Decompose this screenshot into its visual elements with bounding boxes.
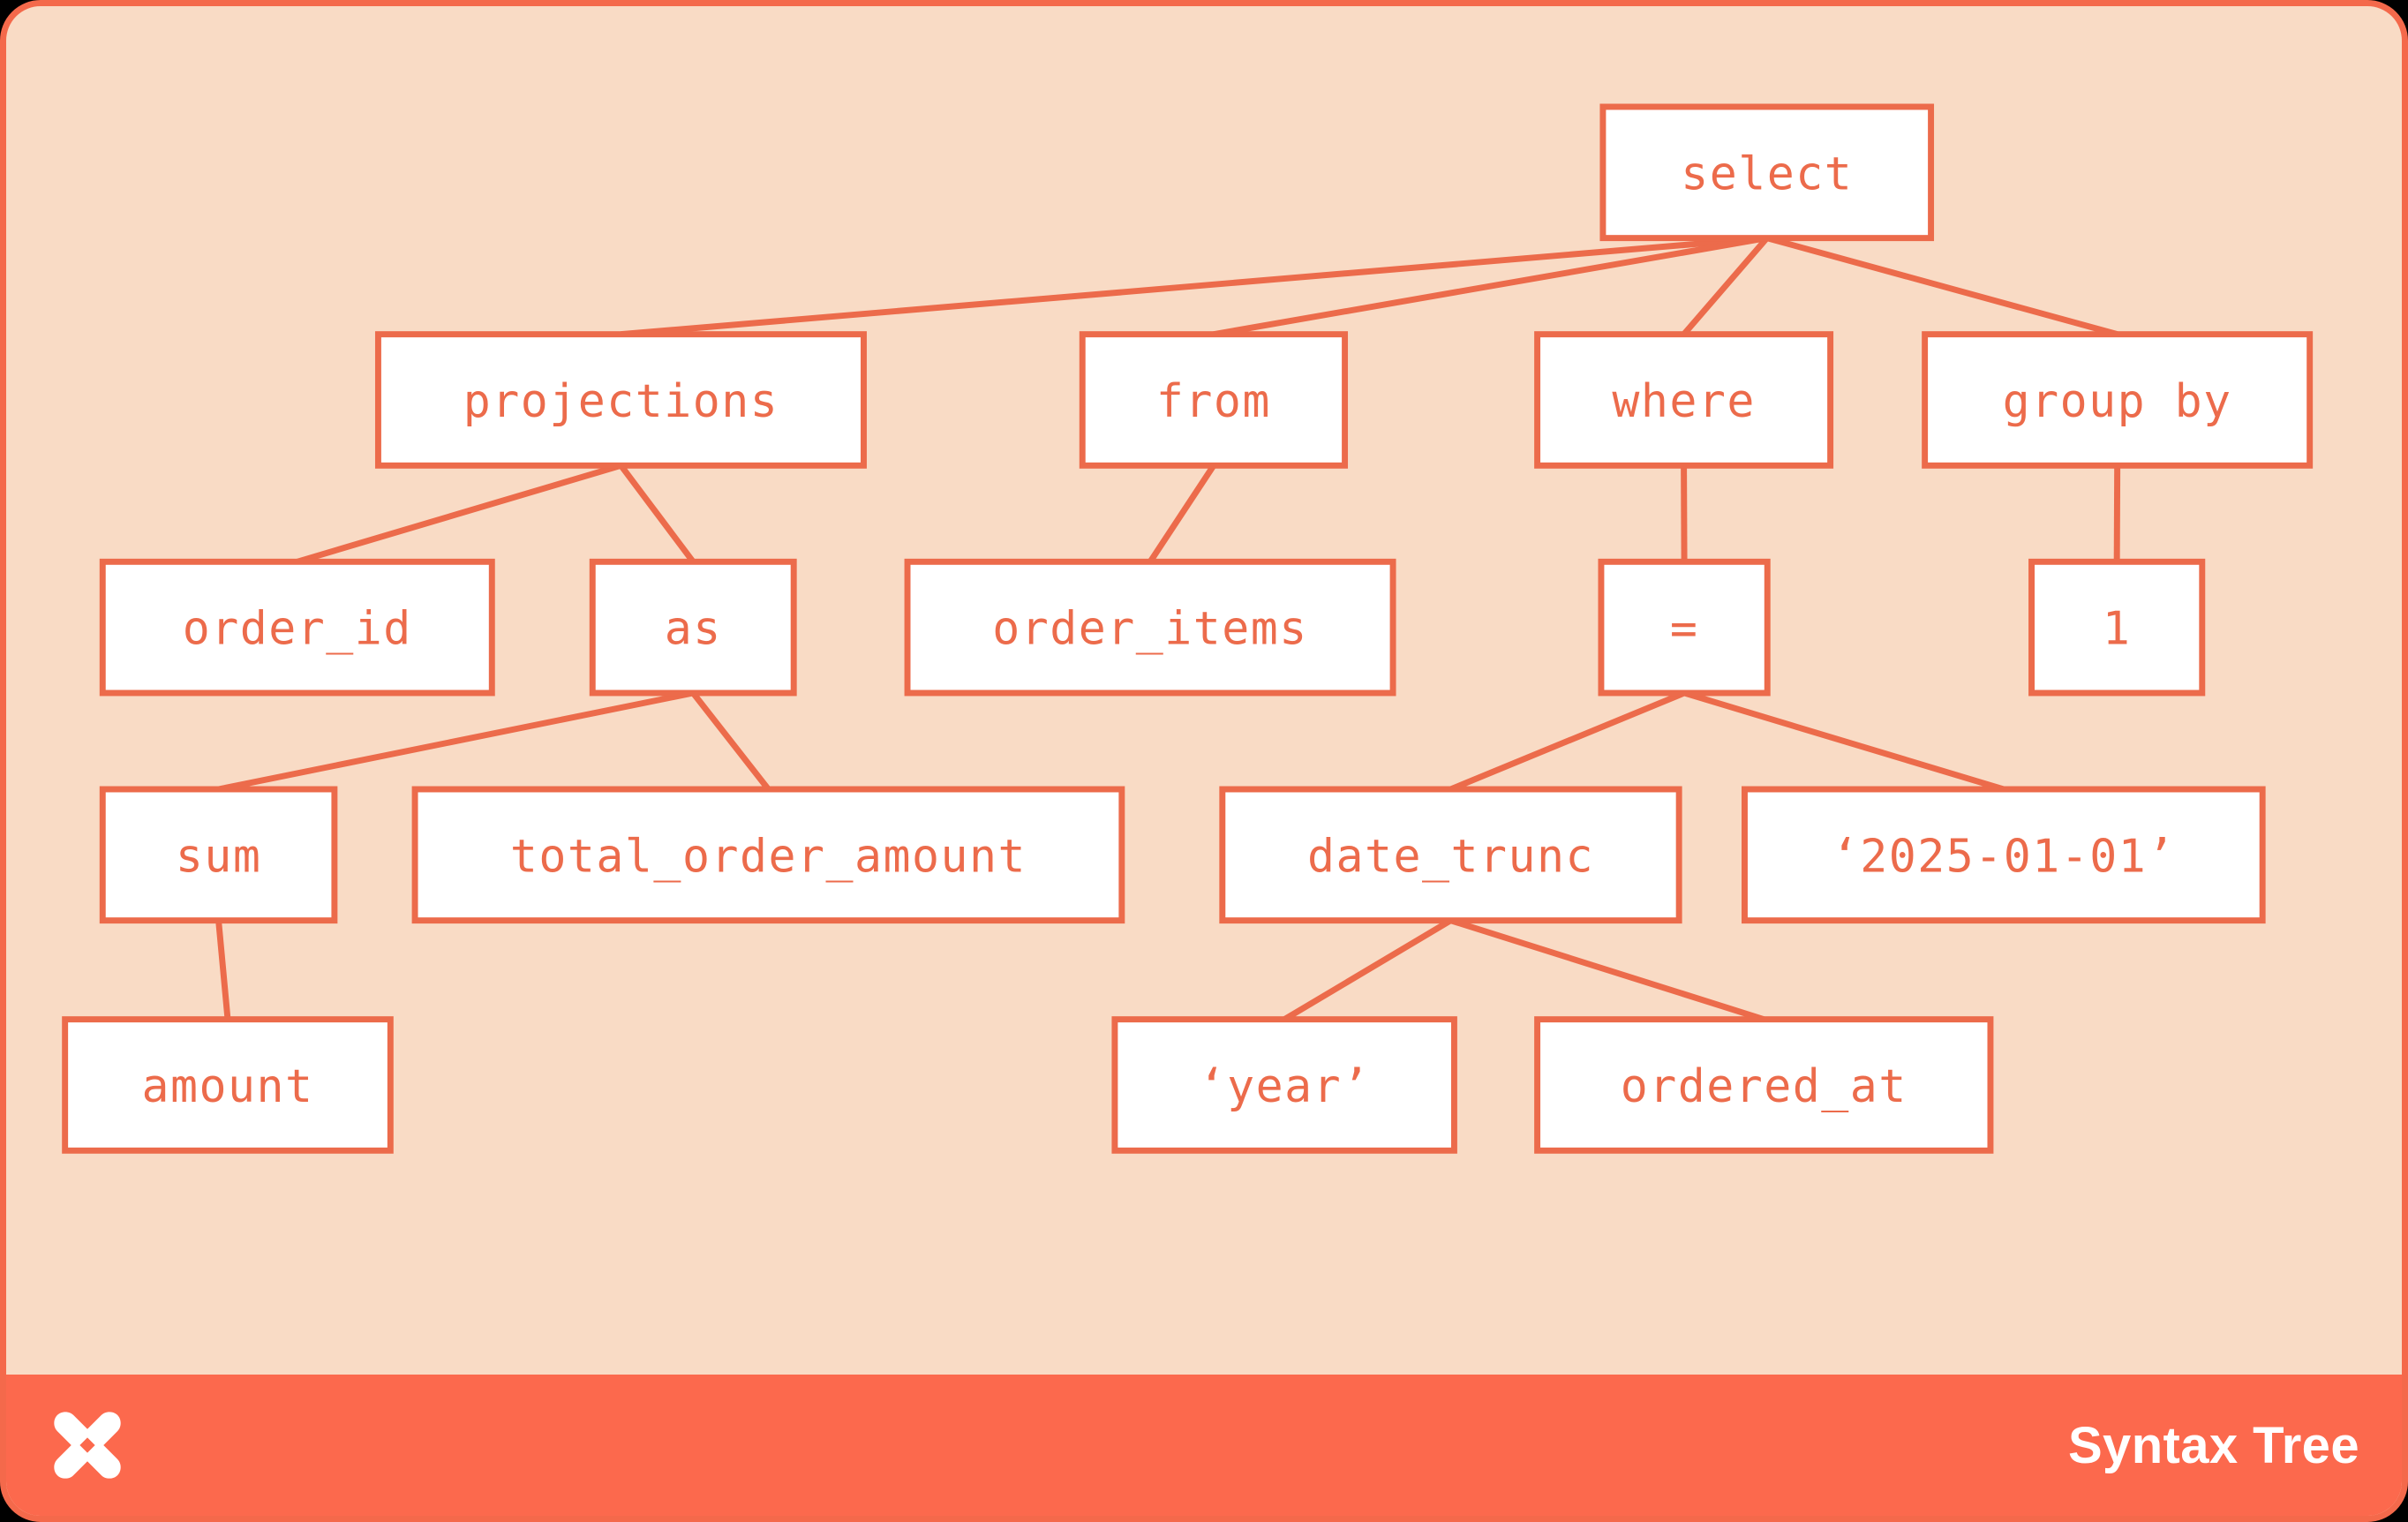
tree-node-label: order_items	[992, 603, 1308, 656]
tree-node-order_id[interactable]: order_id	[99, 558, 495, 697]
tree-node-box	[904, 558, 1396, 697]
tree-node-from[interactable]: from	[1079, 331, 1349, 469]
tree-node-date_literal[interactable]: ‘2025-01-01’	[1741, 786, 2266, 924]
tree-node-projections[interactable]: projections	[374, 331, 867, 469]
footer-bar: Syntax Tree	[6, 1375, 2402, 1516]
tree-node-label: select	[1681, 147, 1853, 200]
x-star-logo-icon	[45, 1403, 130, 1488]
tree-edge	[1765, 235, 2118, 337]
tree-node-box	[1534, 1016, 1994, 1154]
tree-edge	[621, 235, 1768, 338]
footer-title: Syntax Tree	[2067, 1416, 2359, 1474]
tree-node-order_items[interactable]: order_items	[904, 558, 1396, 697]
tree-node-label: ‘year’	[1199, 1060, 1371, 1113]
tree-edge	[1681, 236, 1770, 336]
tree-node-date_trunc[interactable]: date_trunc	[1219, 786, 1682, 924]
tree-node-amount[interactable]: amount	[62, 1016, 394, 1154]
tree-edge	[1449, 917, 1765, 1022]
tree-nodes-layer: select projections from where group by order_…	[62, 103, 2314, 1154]
tree-node-box	[1534, 331, 1834, 469]
tree-node-box	[1599, 103, 1935, 242]
tree-node-sum[interactable]: sum	[99, 786, 338, 924]
tree-node-one[interactable]: 1	[2028, 558, 2206, 697]
tree-node-ordered_at[interactable]: ordered_at	[1534, 1016, 1994, 1154]
tree-node-label: total_order_amount	[510, 830, 1027, 883]
tree-node-year_literal[interactable]: ‘year’	[1111, 1016, 1457, 1154]
tree-node-box	[99, 558, 495, 697]
syntax-tree-svg: select projections from where group by order_…	[62, 103, 2314, 1154]
tree-node-label: as	[665, 603, 722, 656]
tree-node-label: ordered_at	[1621, 1060, 1908, 1113]
tree-node-label: order_id	[183, 603, 412, 656]
tree-node-box	[1922, 331, 2314, 469]
tree-node-label: where	[1612, 375, 1756, 428]
tree-node-box	[1111, 1016, 1457, 1154]
tree-edge	[690, 690, 771, 792]
tree-node-group_by[interactable]: group by	[1922, 331, 2314, 469]
tree-node-box	[1219, 786, 1682, 924]
tree-edge	[217, 689, 694, 793]
tree-edge	[1213, 235, 1768, 338]
tree-node-box	[411, 786, 1125, 924]
tree-edge	[1683, 689, 2005, 793]
tree-edge	[1449, 689, 1686, 793]
tree-edge	[215, 920, 231, 1020]
tree-node-as[interactable]: as	[589, 558, 797, 697]
tree-node-label: 1	[2103, 603, 2132, 656]
tree-node-label: ‘2025-01-01’	[1832, 830, 2176, 883]
tree-node-box	[589, 558, 797, 697]
tree-node-box	[62, 1016, 394, 1154]
tree-node-label: amount	[141, 1060, 313, 1113]
tree-edge	[1148, 463, 1216, 564]
tree-node-box	[1598, 558, 1771, 697]
tree-node-label: projections	[463, 375, 779, 428]
tree-edge	[1283, 917, 1453, 1022]
tree-node-box	[1741, 786, 2266, 924]
tree-node-label: date_trunc	[1307, 830, 1594, 883]
tree-edge	[296, 462, 622, 565]
tree-node-label: sum	[176, 830, 262, 883]
tree-canvas: select projections from where group by order_…	[6, 6, 2402, 1375]
tree-node-box	[1079, 331, 1349, 469]
tree-node-box	[2028, 558, 2206, 697]
tree-node-box	[99, 786, 338, 924]
tree-node-label: group by	[2003, 375, 2232, 428]
tree-node-label: from	[1156, 375, 1271, 428]
tree-node-select[interactable]: select	[1599, 103, 1935, 242]
tree-edges-layer	[215, 235, 2121, 1022]
tree-node-where[interactable]: where	[1534, 331, 1834, 469]
tree-node-eq[interactable]: =	[1598, 558, 1771, 697]
tree-edge	[618, 463, 696, 564]
tree-node-total_order_amount[interactable]: total_order_amount	[411, 786, 1125, 924]
tree-node-label: =	[1670, 603, 1699, 656]
tree-node-box	[374, 331, 867, 469]
